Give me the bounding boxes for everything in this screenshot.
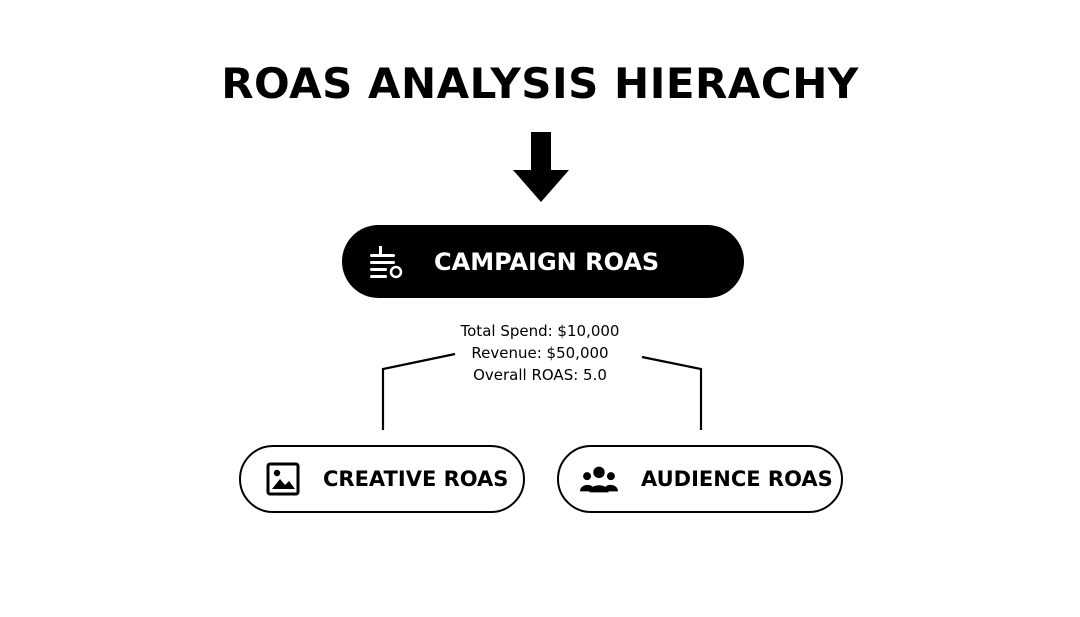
audience-roas-label: AUDIENCE ROAS [641,467,833,491]
campaign-details: Total Spend: $10,000 Revenue: $50,000 Ov… [390,320,690,386]
revenue-text: Revenue: $50,000 [471,344,609,362]
image-icon [263,459,303,499]
total-spend-text: Total Spend: $10,000 [460,322,620,340]
connector-left [381,352,456,430]
campaign-roas-label: CAMPAIGN ROAS [434,247,660,276]
campaign-list-icon [366,242,406,282]
users-icon [579,459,619,499]
down-arrow-icon [513,132,569,202]
page-title: ROAS ANALYSIS HIERACHY [221,59,859,108]
creative-roas-label: CREATIVE ROAS [323,467,509,491]
audience-roas-node[interactable]: AUDIENCE ROAS [557,445,843,513]
overall-roas-text: Overall ROAS: 5.0 [473,366,607,384]
connector-right [641,355,703,430]
campaign-roas-node[interactable]: CAMPAIGN ROAS [342,225,744,298]
creative-roas-node[interactable]: CREATIVE ROAS [239,445,525,513]
